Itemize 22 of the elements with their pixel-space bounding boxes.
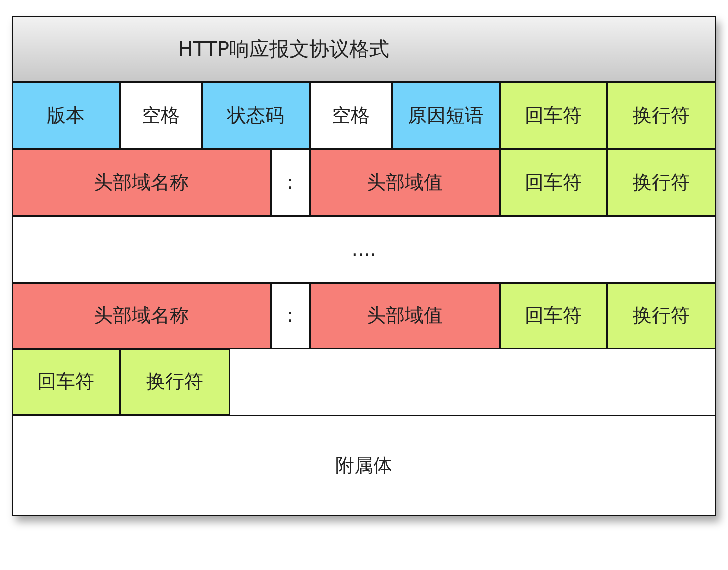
- control-char-cell: 回车符: [500, 82, 607, 149]
- control-char-cell: 回车符: [12, 349, 120, 415]
- ellipsis-row: ....: [12, 216, 716, 283]
- control-char-cell: 换行符: [607, 82, 716, 149]
- header-cell: 头部域名称: [12, 283, 271, 349]
- header-cell: 头部域名称: [12, 149, 271, 216]
- control-char-cell: 换行符: [607, 283, 716, 349]
- control-char-cell: 回车符: [500, 283, 607, 349]
- header-cell: 头部域值: [310, 149, 500, 216]
- space-cell: 空格: [310, 82, 392, 149]
- control-char-cell: 换行符: [120, 349, 230, 415]
- field-cell: 原因短语: [392, 82, 500, 149]
- colon-cell: :: [271, 149, 310, 216]
- space-cell: 空格: [120, 82, 202, 149]
- body-box: 附属体: [12, 415, 716, 516]
- title-banner: HTTP响应报文协议格式: [12, 16, 716, 82]
- header-cell: 头部域值: [310, 283, 500, 349]
- control-char-cell: 换行符: [607, 149, 716, 216]
- field-cell: 版本: [12, 82, 120, 149]
- field-cell: 状态码: [202, 82, 310, 149]
- control-char-cell: 回车符: [500, 149, 607, 216]
- colon-cell: :: [271, 283, 310, 349]
